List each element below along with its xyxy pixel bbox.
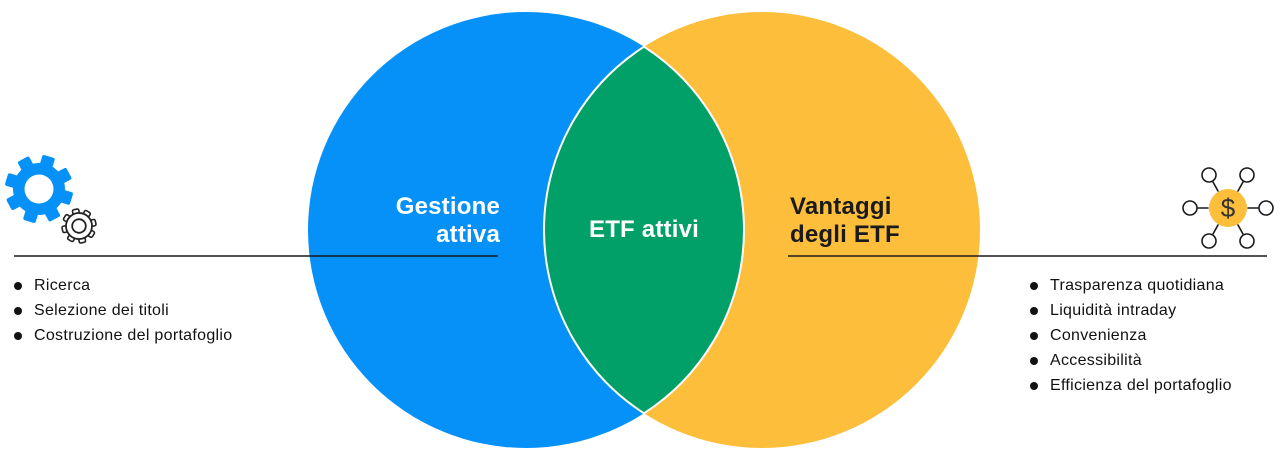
right-circle-label: Vantaggi degli ETF: [790, 193, 900, 249]
bullet-icon: [1030, 356, 1038, 365]
left-circle-label-line1: Gestione: [395, 193, 500, 220]
bullet-icon: [14, 306, 22, 315]
list-item: Efficienza del portafoglio: [1030, 373, 1232, 398]
overlap-label: ETF attivi: [588, 216, 699, 243]
list-item: Costruzione del portafoglio: [14, 323, 232, 348]
large-gear-icon: [5, 155, 73, 223]
network-spokes: [1197, 181, 1259, 235]
dollar-coin-circle: [1209, 189, 1247, 227]
bullet-icon: [14, 331, 22, 340]
list-item-label: Trasparenza quotidiana: [1050, 276, 1225, 294]
money-network-icon: $: [1182, 167, 1274, 249]
venn-overlap-lens: [543, 45, 745, 415]
bullet-icon: [1030, 281, 1038, 290]
left-circle-label-line2: attiva: [436, 221, 500, 248]
list-item-label: Ricerca: [34, 276, 91, 294]
small-gear-icon: [61, 208, 97, 244]
right-circle-label-line2: degli ETF: [790, 221, 900, 248]
left-feature-list: Ricerca Selezione dei titoli Costruzione…: [14, 273, 232, 348]
bullet-icon: [14, 281, 22, 290]
right-feature-list: Trasparenza quotidiana Liquidità intrada…: [1030, 273, 1232, 398]
list-item-label: Accessibilità: [1050, 351, 1142, 369]
bullet-icon: [1030, 381, 1038, 390]
network-nodes: [1182, 167, 1274, 249]
right-circle-label-line1: Vantaggi: [790, 193, 892, 220]
bullet-icon: [1030, 331, 1038, 340]
list-item: Selezione dei titoli: [14, 298, 232, 323]
list-item: Trasparenza quotidiana: [1030, 273, 1232, 298]
list-item-label: Selezione dei titoli: [34, 301, 169, 319]
list-item-label: Liquidità intraday: [1050, 301, 1177, 319]
list-item: Convenienza: [1030, 323, 1232, 348]
gears-icon: [5, 155, 97, 244]
list-item: Accessibilità: [1030, 348, 1232, 373]
list-item: Liquidità intraday: [1030, 298, 1232, 323]
list-item: Ricerca: [14, 273, 232, 298]
bullet-icon: [1030, 306, 1038, 315]
list-item-label: Efficienza del portafoglio: [1050, 376, 1232, 394]
list-item-label: Convenienza: [1050, 326, 1147, 344]
dollar-icon: $: [1221, 193, 1236, 223]
left-circle-label: Gestione attiva: [396, 193, 500, 249]
list-item-label: Costruzione del portafoglio: [34, 326, 233, 344]
